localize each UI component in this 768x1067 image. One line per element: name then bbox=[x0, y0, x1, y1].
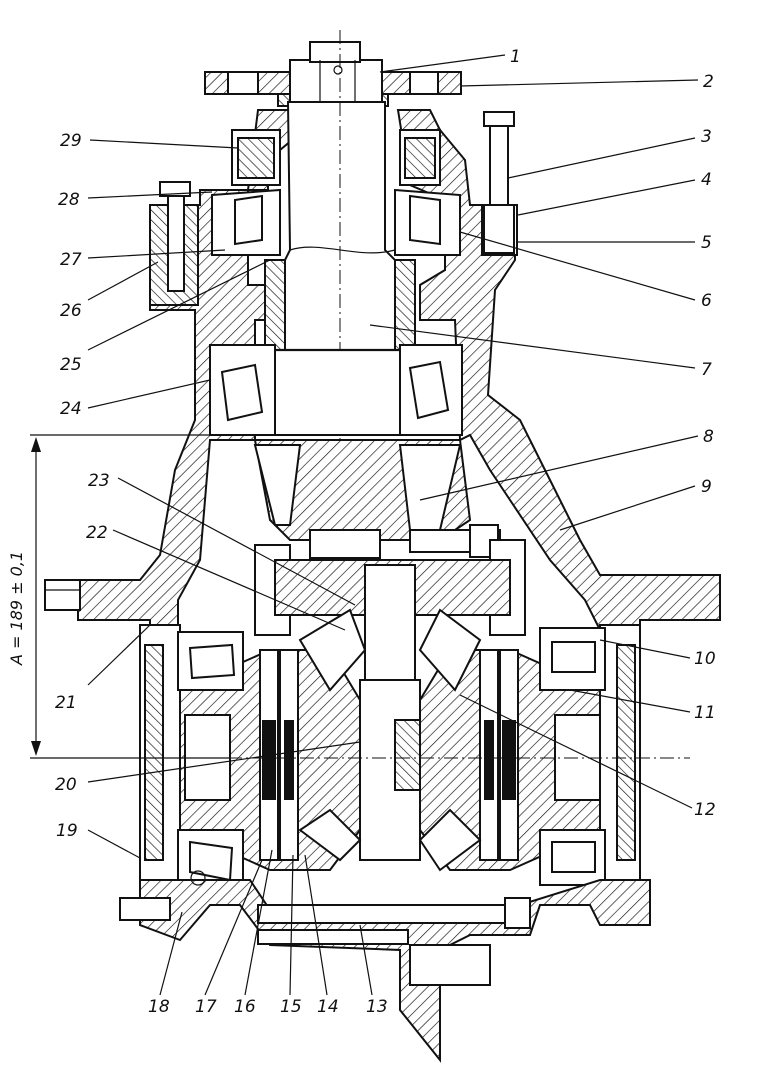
leader-lines bbox=[87, 54, 699, 996]
callout-22: 22 bbox=[86, 523, 108, 543]
callout-labels: 1 2 3 4 5 6 7 8 9 10 11 12 13 14 15 16 1… bbox=[55, 47, 716, 1017]
callout-25: 25 bbox=[60, 355, 82, 375]
input-shaft bbox=[264, 30, 416, 560]
upper-bearings bbox=[211, 188, 461, 256]
callout-27: 27 bbox=[60, 250, 82, 270]
callout-14: 14 bbox=[317, 997, 339, 1017]
left-stub bbox=[44, 579, 81, 611]
callout-18: 18 bbox=[148, 997, 170, 1017]
callout-10: 10 bbox=[694, 649, 716, 669]
shaft-nut bbox=[289, 41, 383, 103]
callout-2: 2 bbox=[703, 72, 714, 92]
callout-21: 21 bbox=[55, 693, 77, 713]
callout-5: 5 bbox=[701, 233, 712, 253]
seals bbox=[231, 129, 441, 186]
callout-3: 3 bbox=[701, 127, 712, 147]
callout-16: 16 bbox=[234, 997, 256, 1017]
callout-29: 29 bbox=[60, 131, 82, 151]
callout-7: 7 bbox=[701, 360, 712, 380]
differential bbox=[179, 539, 601, 872]
callout-11: 11 bbox=[694, 703, 716, 723]
callout-23: 23 bbox=[88, 471, 110, 491]
callout-20: 20 bbox=[55, 775, 77, 795]
callout-19: 19 bbox=[56, 821, 78, 841]
callout-15: 15 bbox=[280, 997, 302, 1017]
bottom-cover bbox=[119, 870, 651, 1063]
callout-9: 9 bbox=[701, 477, 712, 497]
dimension-a-label: A = 189 ± 0,1 bbox=[7, 551, 26, 666]
callout-17: 17 bbox=[195, 997, 217, 1017]
callout-28: 28 bbox=[58, 190, 80, 210]
callout-13: 13 bbox=[366, 997, 388, 1017]
callout-4: 4 bbox=[701, 170, 712, 190]
callout-24: 24 bbox=[60, 399, 82, 419]
callout-12: 12 bbox=[694, 800, 716, 820]
bevel-pinion bbox=[253, 439, 472, 559]
bolts bbox=[159, 111, 515, 558]
lower-bearings bbox=[209, 344, 463, 436]
dimension-a: A = 189 ± 0,1 bbox=[7, 434, 230, 759]
callout-1: 1 bbox=[510, 47, 521, 67]
callout-26: 26 bbox=[60, 301, 82, 321]
callout-6: 6 bbox=[701, 291, 712, 311]
callout-8: 8 bbox=[703, 427, 714, 447]
